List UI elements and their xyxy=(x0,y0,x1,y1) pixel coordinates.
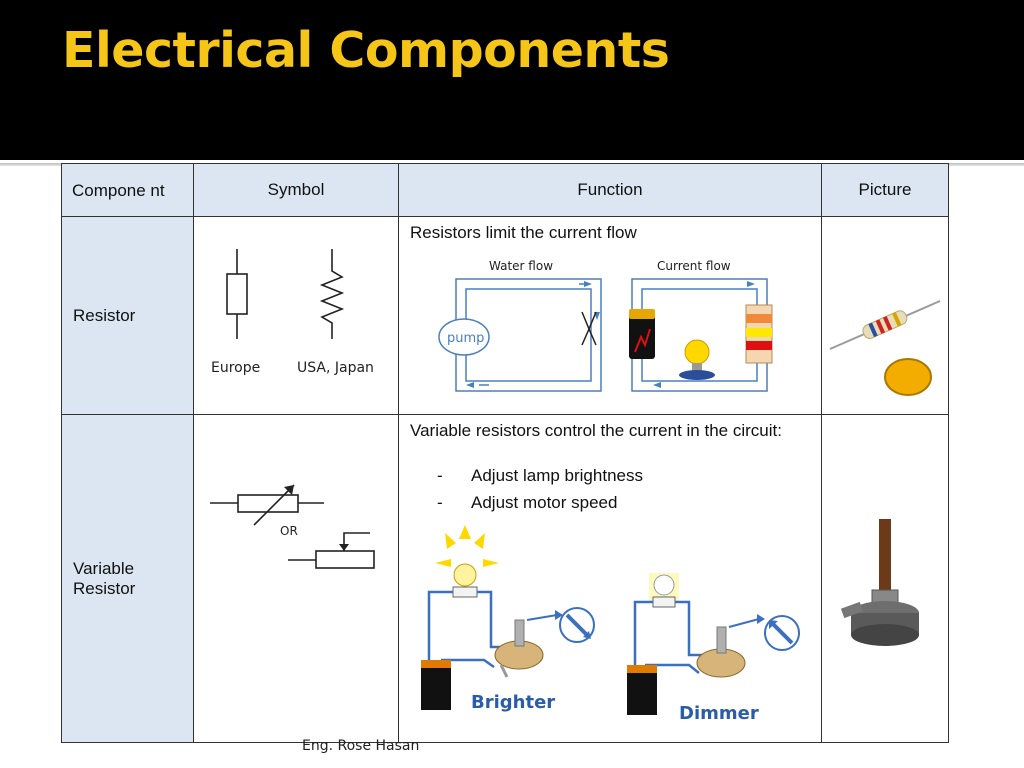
slide-title: Electrical Components xyxy=(62,22,670,79)
dial-arrow-bright-icon xyxy=(559,607,595,643)
label-pump: pump xyxy=(447,331,484,346)
resistor-symbols: Europe USA, Japan xyxy=(211,249,374,376)
label-current-flow: Current flow xyxy=(657,259,731,273)
table-row-variable-resistor: Variable Resistor OR xyxy=(61,414,949,743)
potentiometer-picture xyxy=(840,519,919,646)
valve-icon xyxy=(581,311,597,346)
circuit-wires-bright-icon xyxy=(427,590,504,669)
label-water-flow: Water flow xyxy=(489,259,553,273)
knob-pointer-dim-icon xyxy=(728,618,760,628)
header-picture: Picture xyxy=(821,163,949,217)
battery-dim-icon xyxy=(627,665,657,715)
dial-arrow-dim-icon xyxy=(764,615,800,651)
light-bulb-icon xyxy=(679,339,715,380)
bullet-text: Adjust lamp brightness xyxy=(471,466,643,485)
variable-resistor-arrow-symbol-icon xyxy=(210,484,324,526)
function-text-variable-resistor: Variable resistors control the current i… xyxy=(410,421,782,440)
potentiometer-dim-icon xyxy=(696,626,746,678)
symbol-label-or: OR xyxy=(280,524,298,538)
function-cell-variable-resistor: Variable resistors control the current i… xyxy=(398,414,822,743)
bright-glow-icon xyxy=(435,525,499,567)
resistor-europe-symbol-icon xyxy=(226,249,248,339)
resistor-picture xyxy=(829,300,941,396)
dimmer-circuit-diagram: Brighter xyxy=(421,525,800,724)
table-row-resistor: Resistor Europe xyxy=(61,216,949,415)
symbol-cell-variable-resistor: OR xyxy=(193,414,399,743)
wiper-arrow-icon xyxy=(339,544,349,551)
coin-resistor-icon xyxy=(884,358,932,396)
component-name-resistor: Resistor xyxy=(61,216,194,415)
function-cell-resistor: Resistors limit the current flow Water f… xyxy=(398,216,822,415)
battery-bright-icon xyxy=(421,660,451,710)
label-brighter: Brighter xyxy=(471,692,555,713)
title-bar: Electrical Components xyxy=(0,0,1024,160)
knob-pointer-bright-icon xyxy=(526,614,558,621)
battery-icon xyxy=(629,309,655,359)
lamp-bright-icon xyxy=(452,563,478,598)
resistor-bands-icon xyxy=(745,304,773,364)
symbol-cell-resistor: Europe USA, Japan xyxy=(193,216,399,415)
resistor-photo-icon xyxy=(829,300,941,350)
bullet-dash: - xyxy=(437,493,443,512)
potentiometer-photo-icon xyxy=(840,519,919,646)
circuit-wires-dim-icon xyxy=(633,600,704,674)
symbol-label-usa-japan: USA, Japan xyxy=(297,360,374,376)
pump-icon: pump xyxy=(438,318,490,356)
header-symbol: Symbol xyxy=(193,163,399,217)
symbol-label-europe: Europe xyxy=(211,360,260,376)
picture-cell-variable-resistor xyxy=(821,414,949,743)
arrow-head-icon xyxy=(284,485,294,495)
footer-author: Eng. Rose Hasan xyxy=(302,738,420,754)
variable-resistor-symbols: OR xyxy=(210,484,375,569)
label-dimmer: Dimmer xyxy=(679,703,759,724)
components-table: Compone nt Symbol Function Picture Resis… xyxy=(61,163,949,743)
lamp-dim-icon xyxy=(649,573,679,608)
header-component: Compone nt xyxy=(61,163,194,217)
picture-cell-resistor xyxy=(821,216,949,415)
component-name-variable-resistor: Variable Resistor xyxy=(61,414,194,743)
bullet-dash: - xyxy=(437,466,443,485)
header-function: Function xyxy=(398,163,822,217)
bullet-text: Adjust motor speed xyxy=(471,493,618,512)
function-text-resistor: Resistors limit the current flow xyxy=(410,223,637,242)
potentiometer-bright-icon xyxy=(494,619,544,678)
table-header-row: Compone nt Symbol Function Picture xyxy=(61,163,949,217)
potentiometer-symbol-icon xyxy=(288,532,375,569)
resistor-usa-symbol-icon xyxy=(319,249,345,339)
water-current-diagram: Water flow Current flow xyxy=(438,259,773,392)
